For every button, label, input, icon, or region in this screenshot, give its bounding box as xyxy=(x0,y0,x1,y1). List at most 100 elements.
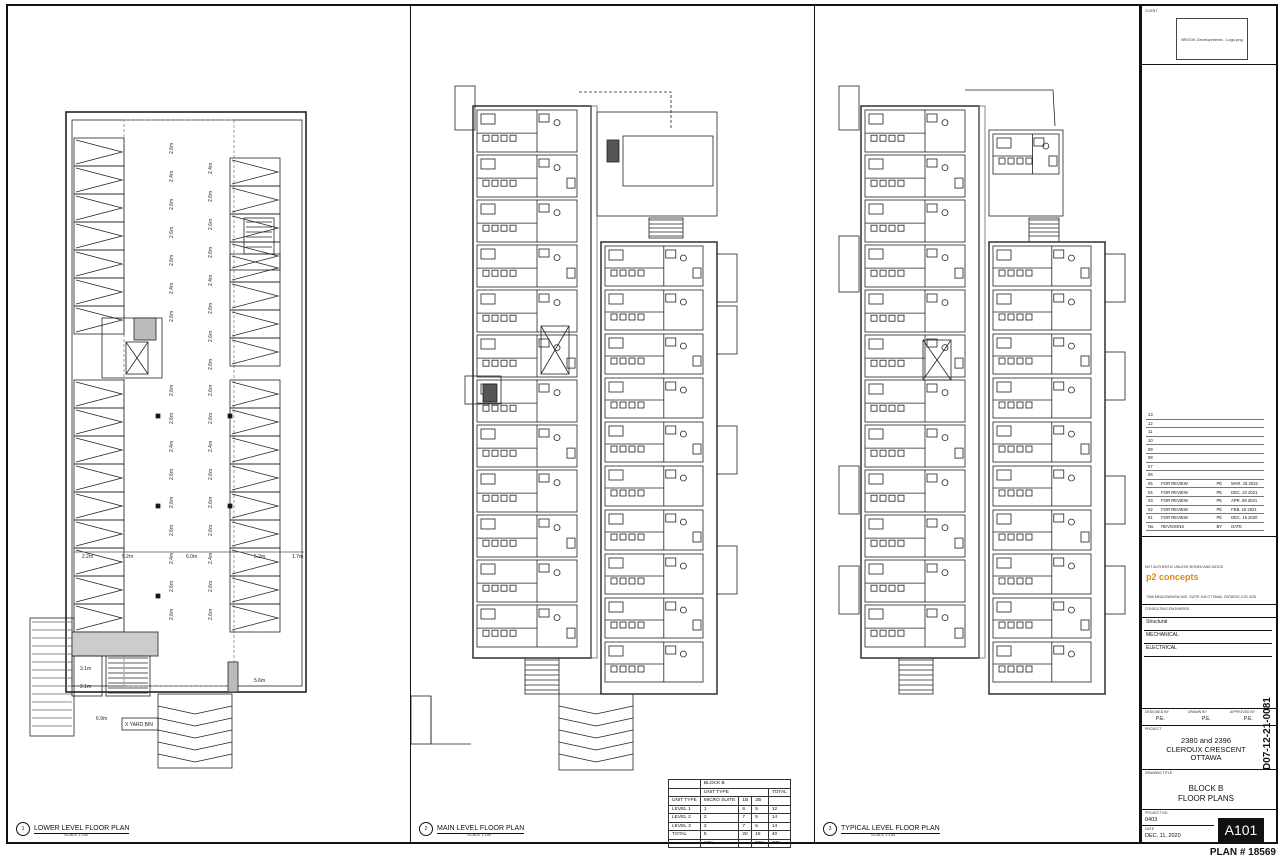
furniture xyxy=(998,489,1006,497)
revision-by xyxy=(1214,427,1230,437)
stall-marking xyxy=(231,381,280,407)
toilet xyxy=(553,254,561,262)
closet xyxy=(954,357,964,369)
stall-marking xyxy=(231,465,280,491)
parking-stall xyxy=(229,309,281,339)
furniture xyxy=(888,134,896,142)
bath-fixture xyxy=(926,608,938,618)
furniture xyxy=(500,449,508,457)
revision-by xyxy=(1214,470,1230,480)
bath-fixture xyxy=(926,338,938,348)
toilet xyxy=(553,614,561,621)
parking-stall xyxy=(229,379,281,409)
column xyxy=(155,413,161,419)
furniture xyxy=(637,489,645,497)
unit-table-cell: 5 xyxy=(751,813,769,823)
dimension-label: 2.1m xyxy=(80,684,91,690)
parking-stall xyxy=(73,575,125,605)
furniture xyxy=(637,445,645,453)
furniture xyxy=(998,445,1006,453)
bed xyxy=(868,158,884,170)
bed xyxy=(480,518,496,530)
firm-logo-text: p2 concepts xyxy=(1146,572,1199,582)
bed xyxy=(480,248,496,260)
parking-stall xyxy=(229,185,281,215)
bed xyxy=(996,249,1012,261)
furniture xyxy=(870,539,878,547)
bath-fixture xyxy=(1053,645,1065,655)
furniture xyxy=(637,533,645,541)
unit-outline xyxy=(476,199,578,243)
unit-outline xyxy=(476,109,578,153)
balcony xyxy=(1104,565,1126,615)
toilet xyxy=(941,209,949,217)
bed xyxy=(868,338,884,350)
dimension-label: 2.6m xyxy=(208,469,214,480)
furniture xyxy=(500,224,508,232)
furniture xyxy=(1025,621,1033,629)
unit-outline xyxy=(992,133,1060,175)
toilet xyxy=(941,434,949,442)
ramp-chevron xyxy=(558,741,634,751)
hatch-wall xyxy=(133,317,157,341)
stall-marking xyxy=(231,283,280,309)
dimension-label: 2.6m xyxy=(169,413,175,424)
dimension-label: 5.2m xyxy=(122,554,133,560)
closet xyxy=(954,627,964,639)
toilet xyxy=(1067,474,1075,482)
column xyxy=(155,593,161,599)
furniture xyxy=(1025,157,1033,165)
revision-date: MAR. 18 2022 xyxy=(1229,479,1264,489)
toilet xyxy=(679,430,687,438)
furniture xyxy=(491,314,499,322)
unit-outline xyxy=(992,597,1092,639)
stall-marking xyxy=(75,381,124,407)
furniture xyxy=(509,134,517,142)
furniture xyxy=(491,629,499,637)
dimension-label: 2.4m xyxy=(208,163,214,174)
toilet xyxy=(553,119,561,126)
dimension-label: 2.6m xyxy=(169,525,175,536)
bed xyxy=(608,557,624,569)
bed xyxy=(996,425,1012,437)
furniture xyxy=(897,449,905,457)
furniture xyxy=(1025,445,1033,453)
furniture xyxy=(491,224,499,232)
bath-fixture xyxy=(926,158,938,168)
revision-no: 02 xyxy=(1146,505,1160,515)
furniture xyxy=(1007,489,1015,497)
date-value: DEC. 11, 2020 xyxy=(1145,833,1181,839)
furniture xyxy=(1007,621,1015,629)
revision-date: APR. 09 2021 xyxy=(1229,496,1264,506)
bath-fixture xyxy=(1053,469,1065,479)
closet xyxy=(1080,619,1090,631)
unit-outline xyxy=(992,289,1092,331)
bed xyxy=(868,428,884,440)
furniture xyxy=(879,494,887,502)
furniture xyxy=(998,313,1006,321)
revision-desc xyxy=(1159,453,1215,463)
bath-fixture xyxy=(665,425,677,435)
hatch-wall xyxy=(227,661,239,693)
furniture xyxy=(897,584,905,592)
revision-no: 10 xyxy=(1146,436,1160,446)
unit-outline xyxy=(604,333,704,375)
parking-stall xyxy=(73,435,125,465)
bath-fixture xyxy=(538,293,550,303)
revision-no: 09 xyxy=(1146,444,1160,454)
toilet xyxy=(1042,142,1050,150)
stair-south xyxy=(524,657,560,695)
revision-by xyxy=(1214,436,1230,446)
bath-fixture xyxy=(538,203,550,213)
project-name: 2380 and 2396 CLEROUX CRESCENT OTTAWA xyxy=(1142,736,1270,763)
closet xyxy=(566,357,576,369)
furniture xyxy=(637,269,645,277)
corridor xyxy=(978,105,986,659)
revision-by: PE xyxy=(1214,505,1230,515)
unit-outline xyxy=(604,289,704,331)
furniture xyxy=(619,665,627,673)
bath-fixture xyxy=(665,381,677,391)
furniture xyxy=(897,134,905,142)
